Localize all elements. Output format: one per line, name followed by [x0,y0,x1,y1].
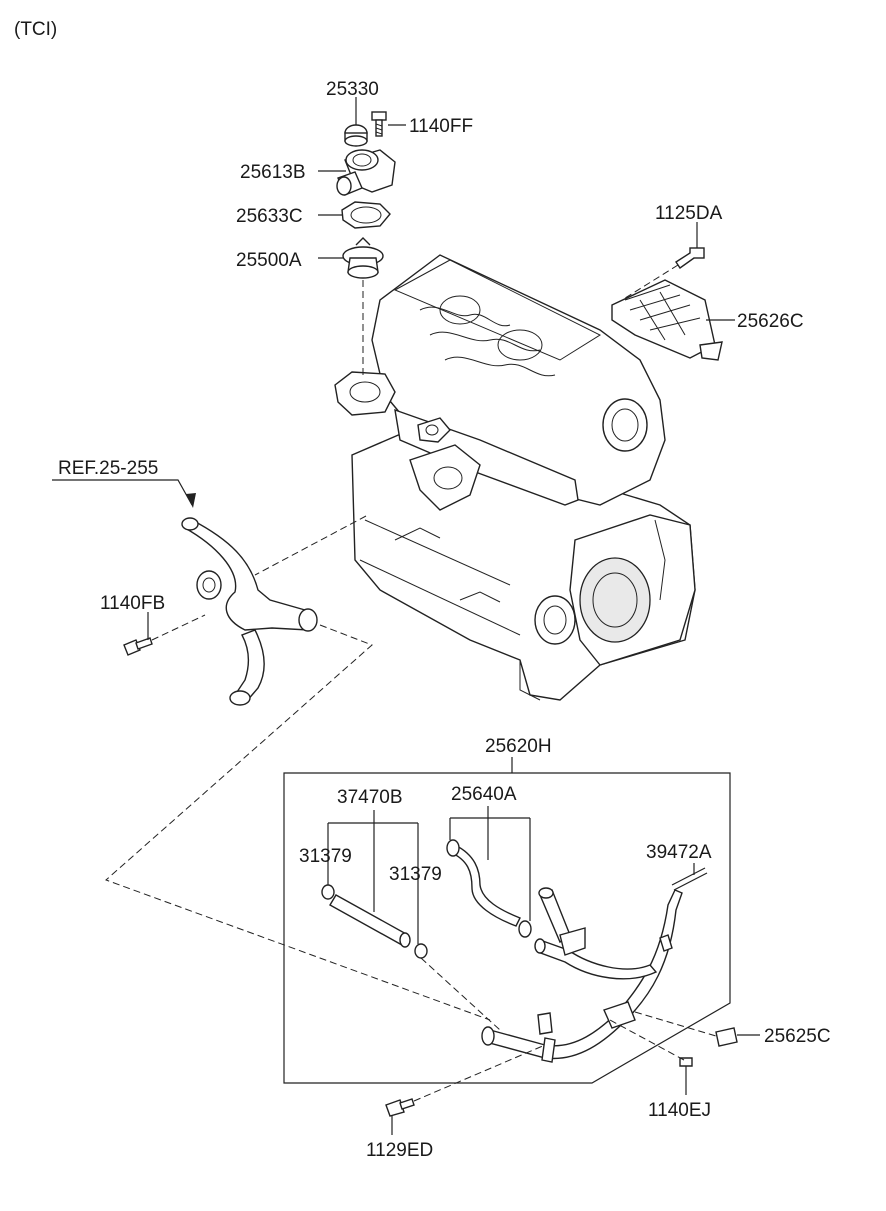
part-label-25330: 25330 [326,79,379,100]
engine-to-pipe-dashline [254,515,367,576]
part-label-25625C: 25625C [764,1026,831,1047]
part-label-25500A: 25500A [236,250,302,271]
coolant-pipe-left [52,479,318,706]
bracket-illustration [611,247,723,361]
pipe-to-assembly-dashline [105,624,491,1021]
part-label-1129ED: 1129ED [366,1140,433,1161]
part-label-25640A: 25640A [451,784,517,805]
part-label-31379-left: 31379 [299,846,352,867]
part-label-25613B: 25613B [240,162,306,183]
part-label-31379-right: 31379 [389,864,442,885]
part-label-1125DA: 1125DA [655,203,723,224]
part-label-1140FB: 1140FB [100,593,165,614]
part-label-39472A: 39472A [646,842,712,863]
engine-block-illustration [334,254,696,701]
part-label-25620H: 25620H [485,736,552,757]
pipe-assembly-parts [321,839,738,1117]
pipe-assembly-box [283,757,731,1084]
thermostat-stack [336,111,396,378]
variant-label: (TCI) [14,19,57,40]
part-label-37470B: 37470B [337,787,403,808]
part-label-1140FF: 1140FF [409,116,473,137]
leader-lines [147,97,760,1135]
part-label-25626C: 25626C [737,311,804,332]
part-label-25633C: 25633C [236,206,303,227]
part-label-1140EJ: 1140EJ [648,1100,711,1121]
ref-label-25-255: REF.25-255 [58,458,158,479]
